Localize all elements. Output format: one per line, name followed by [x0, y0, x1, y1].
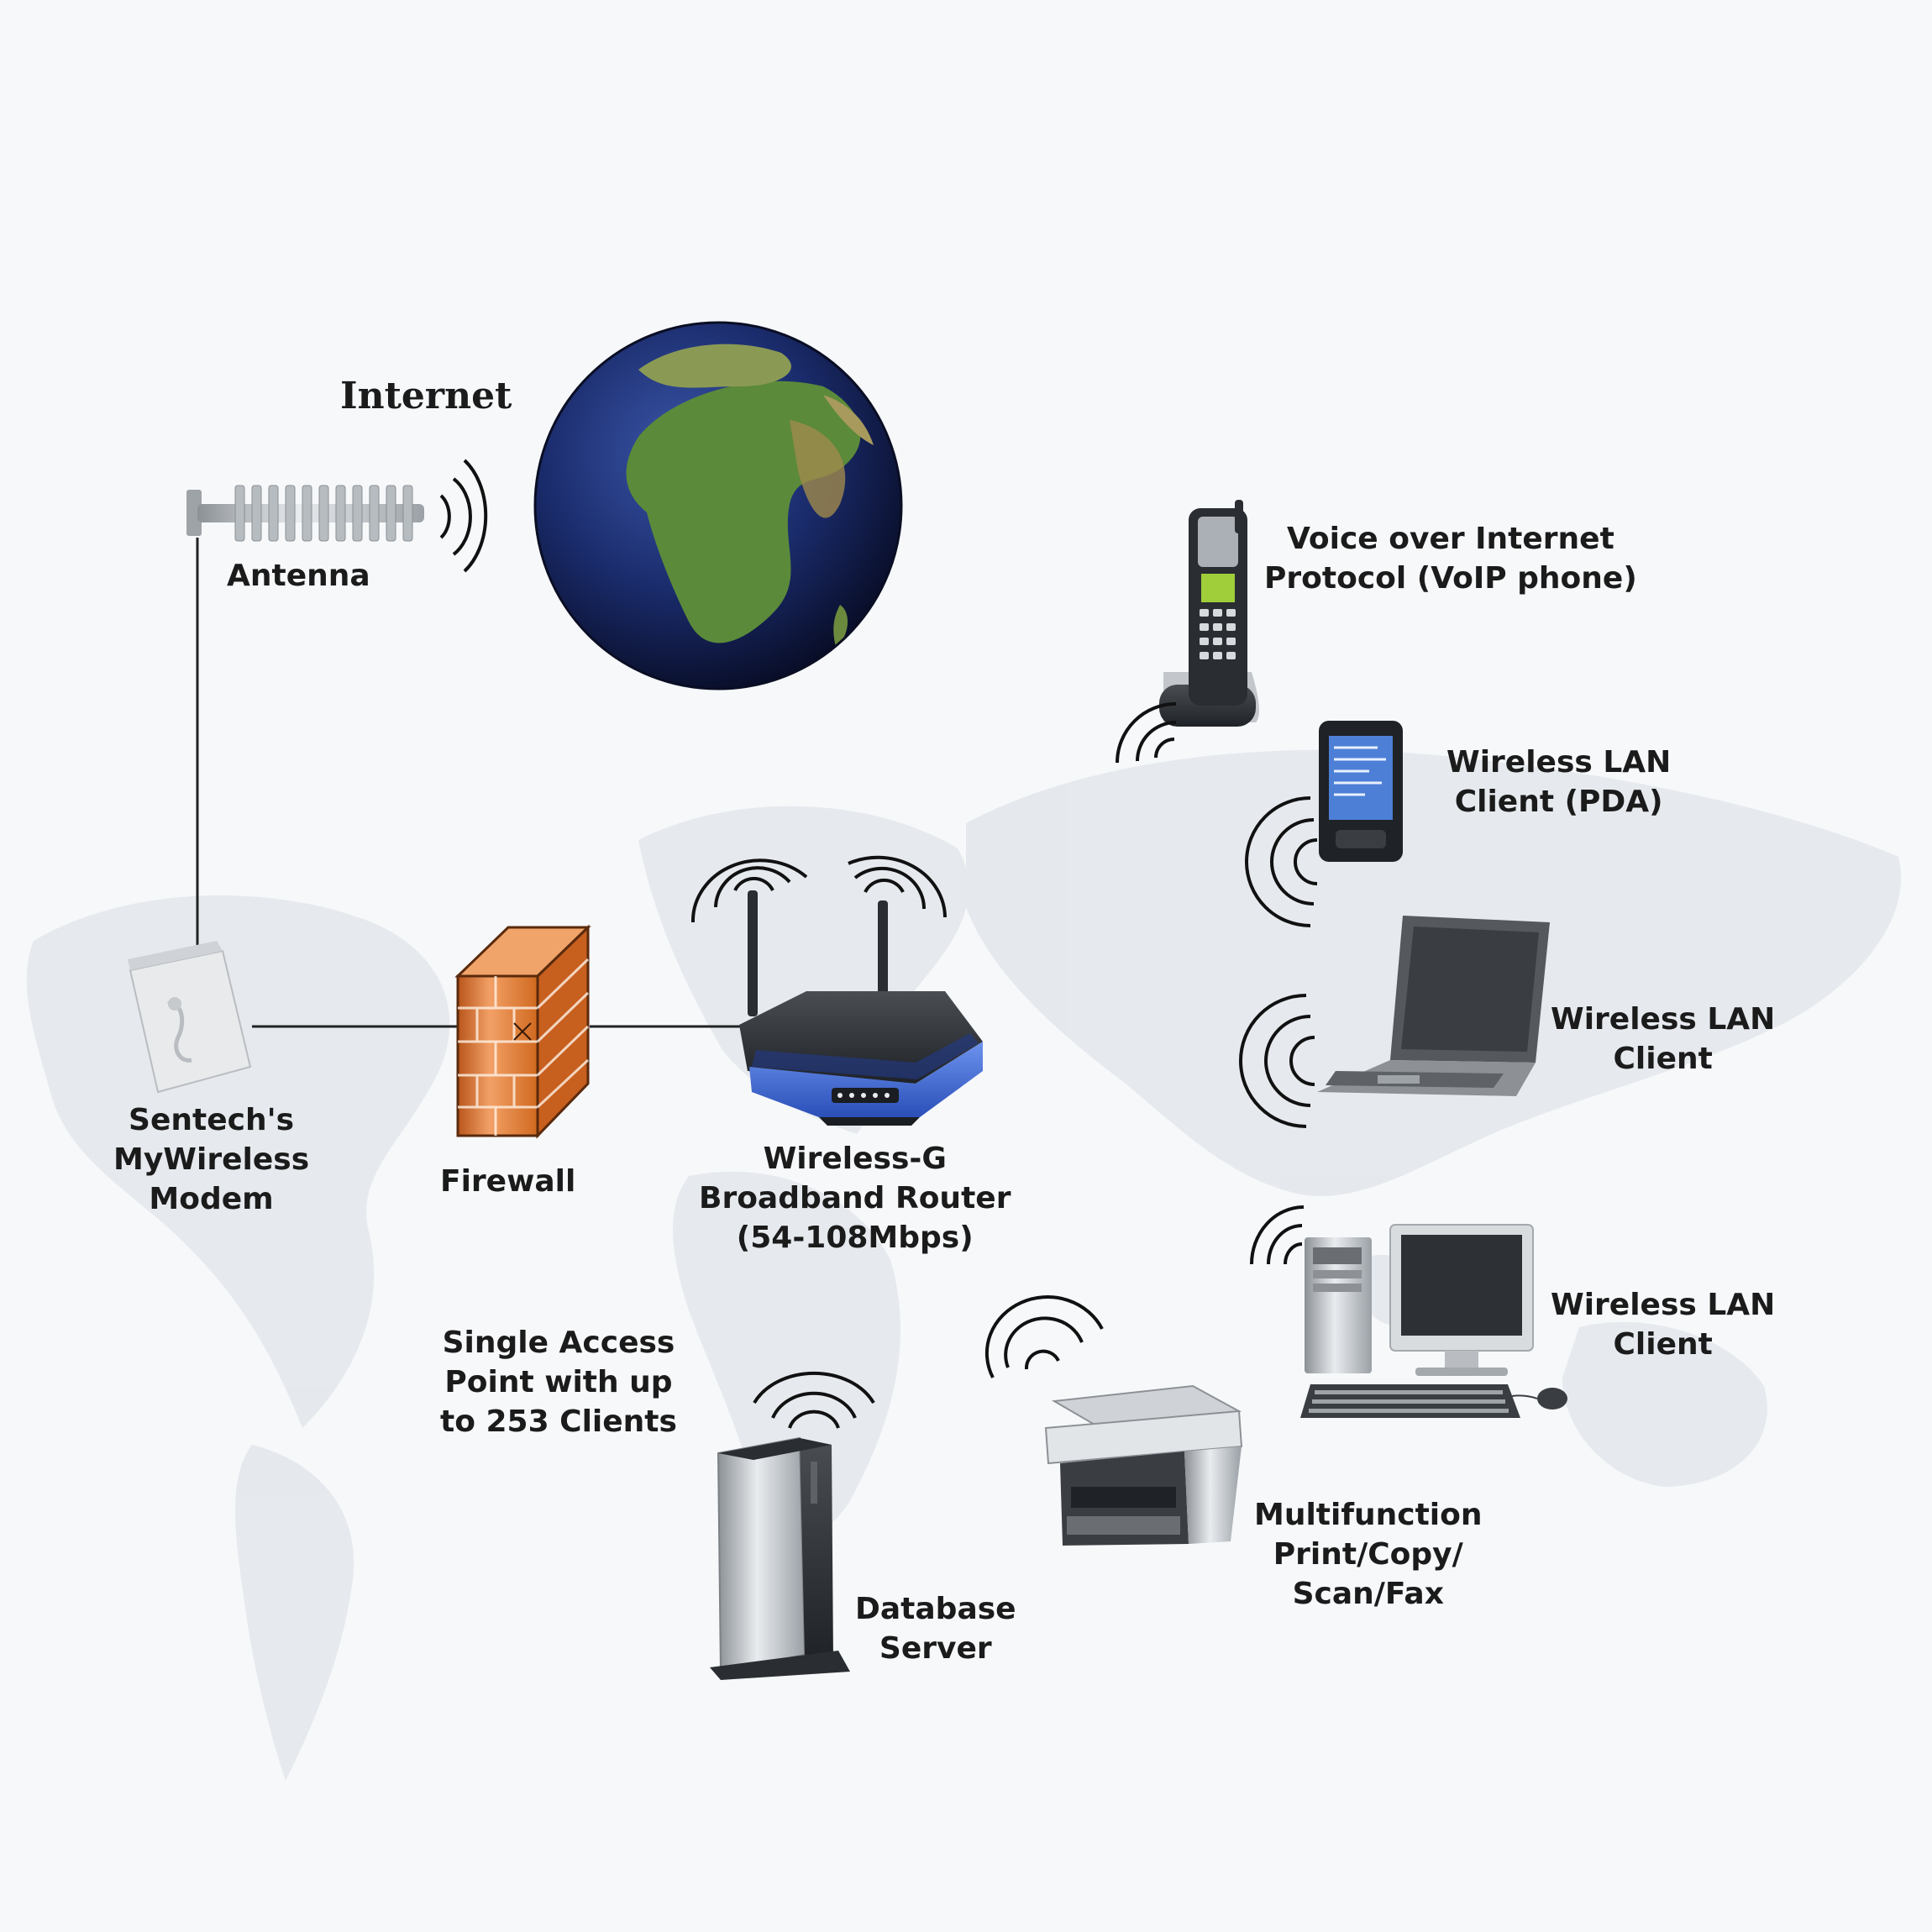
modem-label-line-1: Sentech's — [129, 1103, 295, 1137]
pda-label-line-2: Client (PDA) — [1454, 785, 1663, 819]
laptop-label-line-1: Wireless LAN — [1551, 1002, 1776, 1037]
router-label-line-2: Broadband Router — [699, 1181, 1011, 1215]
printer-label: Multifunction Print/Copy/ Scan/Fax — [1254, 1495, 1483, 1614]
desktop-label-line-1: Wireless LAN — [1551, 1288, 1776, 1322]
modem-label-line-3: Modem — [149, 1182, 274, 1216]
internet-label: Internet — [340, 375, 512, 417]
laptop-icon — [1317, 916, 1550, 1096]
laptop-signal-waves-icon — [1239, 994, 1315, 1128]
laptop-label: Wireless LAN Client — [1551, 1000, 1775, 1079]
printer-icon — [1044, 1384, 1243, 1546]
router-signal-waves-icon — [690, 855, 947, 923]
modem-icon — [128, 941, 252, 1094]
connection-lines — [196, 538, 741, 1028]
access-point-label-line-3: to 253 Clients — [440, 1404, 677, 1439]
antenna-signal-waves-icon — [439, 459, 488, 573]
antenna-icon — [186, 485, 424, 542]
desktop-label-line-2: Client — [1613, 1327, 1713, 1362]
cordless-phone-icon — [1159, 500, 1259, 727]
access-point-label: Single Access Point with up to 253 Clien… — [440, 1323, 677, 1441]
server-label: Database Server — [855, 1589, 1016, 1668]
router-label-line-1: Wireless-G — [763, 1142, 947, 1176]
voip-label-line-2: Protocol (VoIP phone) — [1264, 561, 1637, 596]
server-label-line-1: Database — [855, 1592, 1016, 1626]
server-signal-waves-icon — [753, 1371, 875, 1429]
desktop-computer-icon — [1300, 1224, 1567, 1418]
router-label: Wireless-G Broadband Router (54-108Mbps) — [699, 1139, 1011, 1257]
firewall-icon — [454, 924, 591, 1139]
router-icon — [739, 890, 983, 1126]
printer-label-line-1: Multifunction — [1254, 1498, 1483, 1532]
access-point-label-line-2: Point with up — [444, 1365, 673, 1399]
voip-label: Voice over Internet Protocol (VoIP phone… — [1264, 519, 1637, 598]
firewall-label: Firewall — [440, 1164, 576, 1199]
antenna-label: Antenna — [227, 559, 370, 593]
voip-signal-waves-icon — [1116, 702, 1177, 764]
pda-signal-waves-icon — [1245, 796, 1318, 927]
server-icon — [710, 1436, 850, 1680]
modem-label-line-2: MyWireless — [113, 1142, 310, 1177]
modem-label: Sentech's MyWireless Modem — [113, 1100, 309, 1219]
printer-label-line-2: Print/Copy/ — [1273, 1537, 1463, 1572]
printer-label-line-3: Scan/Fax — [1292, 1577, 1444, 1611]
voip-label-line-1: Voice over Internet — [1286, 522, 1614, 556]
pda-label: Wireless LAN Client (PDA) — [1446, 743, 1671, 822]
pda-icon — [1319, 721, 1403, 862]
desktop-label: Wireless LAN Client — [1551, 1285, 1775, 1364]
desktop-signal-waves-icon — [1250, 1205, 1305, 1265]
globe-icon — [533, 321, 903, 690]
pda-label-line-1: Wireless LAN — [1446, 745, 1672, 780]
laptop-label-line-2: Client — [1613, 1042, 1713, 1076]
access-point-label-line-1: Single Access — [442, 1326, 675, 1360]
printer-signal-waves-icon — [984, 1295, 1104, 1378]
router-label-line-3: (54-108Mbps) — [736, 1221, 974, 1255]
server-label-line-2: Server — [879, 1631, 992, 1666]
